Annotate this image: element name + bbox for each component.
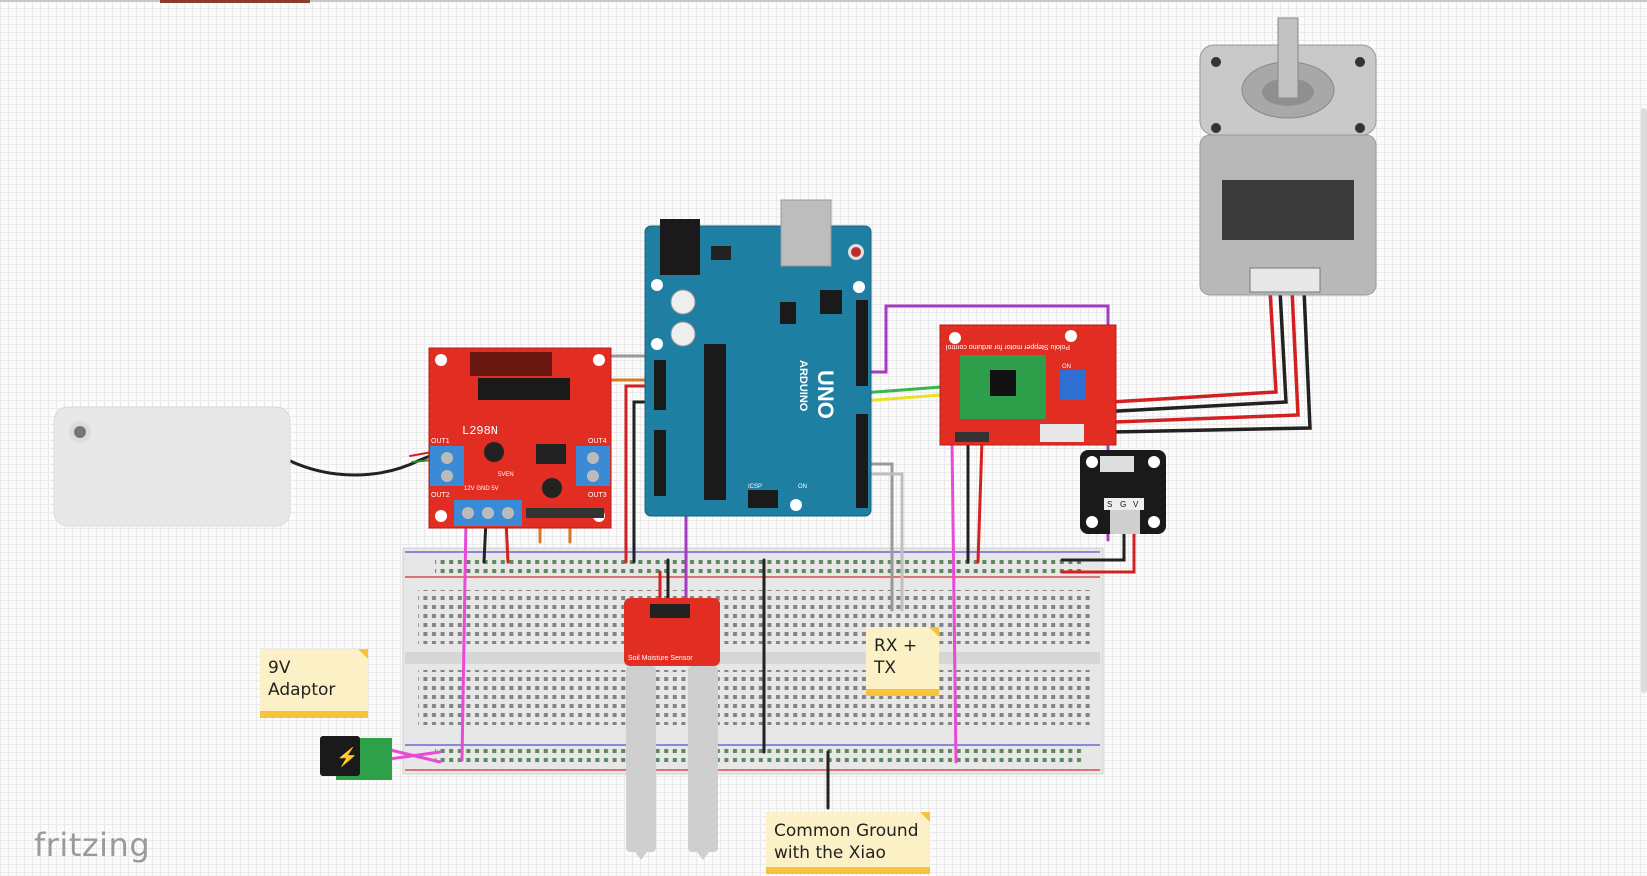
note-common-ground[interactable]: Common Ground with the Xiao: [766, 812, 930, 874]
fritzing-logo: fritzing: [34, 826, 151, 864]
wire-battery: [286, 454, 432, 477]
dc-barrel-jack[interactable]: ⚡: [320, 736, 392, 780]
wire-motor-red-2: [1060, 288, 1300, 426]
battery-pack[interactable]: [53, 406, 291, 527]
stepper-motor[interactable]: [1199, 17, 1377, 296]
wire-green-driver: [860, 384, 956, 395]
note-9v-adaptor[interactable]: 9V Adaptor: [260, 649, 368, 718]
wire-magenta-l298n: [460, 518, 468, 762]
arduino-on: ON: [798, 484, 807, 490]
active-tab-indicator: [160, 0, 310, 3]
wire-motor-red-1: [1060, 288, 1278, 407]
breadboard[interactable]: [402, 547, 1104, 775]
wire-magenta-driver: [950, 438, 958, 764]
driver-label: Pololu Stepper motor for arduino control: [945, 343, 1070, 350]
arduino-brand: ARDUINO: [797, 360, 809, 412]
l298n-out4: OUT4: [588, 438, 607, 445]
vertical-scrollbar[interactable]: [1641, 108, 1647, 693]
wire-motor-black-1: [1060, 288, 1288, 416]
switch-pin-v: V: [1133, 500, 1139, 509]
canvas-top-border: [0, 0, 1647, 2]
switch-pin-s: S: [1107, 500, 1112, 509]
l298n-power-label: 12V GND 5V: [464, 486, 499, 492]
arduino-icsp: ICSP: [748, 484, 762, 490]
wire-motor-black-2: [1060, 288, 1312, 435]
l298n-module[interactable]: L298N OUT1 OUT4 OUT2 OUT3 12V GND 5V 5VE…: [428, 347, 612, 529]
arduino-uno[interactable]: ARDUINO UNO ICSP ON: [644, 199, 872, 517]
switch-pin-g: G: [1120, 500, 1126, 509]
note-rx-tx[interactable]: RX + TX: [866, 627, 939, 696]
power-bolt-icon: ⚡: [336, 746, 358, 768]
wire-gray-rx: [860, 462, 894, 612]
driver-dip-label: ON: [1062, 364, 1071, 370]
wire-red-driver: [976, 438, 984, 564]
l298n-out2: OUT2: [431, 492, 450, 499]
l298n-out1: OUT1: [431, 438, 450, 445]
wire-red-switch: [1060, 528, 1136, 574]
soil-moisture-sensor[interactable]: Soil Moisture Sensor: [624, 598, 720, 860]
l298n-enable-label: 5VEN: [498, 472, 514, 478]
stepper-driver-board[interactable]: Pololu Stepper motor for arduino control…: [939, 324, 1117, 446]
soil-label: Soil Moisture Sensor: [628, 655, 693, 662]
wire-gray-tx: [860, 472, 904, 612]
l298n-out3: OUT3: [588, 492, 607, 499]
wire-black-switch: [1060, 528, 1126, 562]
wire-yellow-driver: [860, 392, 956, 403]
arduino-model: UNO: [813, 370, 838, 419]
switch-module[interactable]: S G V: [1080, 450, 1166, 534]
l298n-label: L298N: [462, 424, 498, 438]
